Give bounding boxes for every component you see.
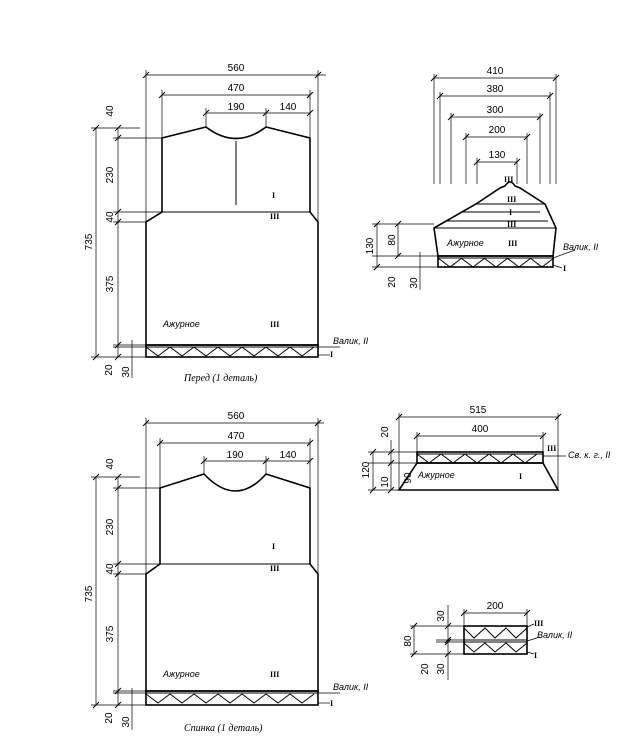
front-zigzag-band: [145, 344, 319, 358]
front-zigzag: [145, 346, 315, 357]
sleeve-dim-h-upper: 80: [387, 234, 398, 246]
back-caption: Спинка (1 деталь): [184, 723, 263, 734]
back-row-body: III: [270, 670, 279, 679]
sleeve-dim-w3: 300: [487, 105, 504, 116]
back-dim-height-total: 735: [84, 585, 95, 602]
cuff-piece: 200 80 30 20 30 III Валик, II I: [403, 601, 573, 680]
sleeve-dim-w4: 200: [489, 125, 506, 136]
sleeve-dim-h-b2: 30: [409, 277, 420, 289]
back-outline: [145, 473, 319, 692]
front-dim-shoulder: 140: [280, 102, 297, 113]
back-label-openwork: Ажурное: [162, 669, 200, 679]
back-dim-width-upper: 470: [228, 431, 245, 442]
front-dim-neck: 190: [228, 102, 245, 113]
sleeve-dim-h-b1: 20: [387, 276, 398, 288]
collar-zigzag: [416, 453, 538, 464]
back-dim-h-bottom1: 20: [104, 712, 115, 724]
front-dim-h-armhole: 230: [105, 166, 116, 183]
sleeve-label-roller: Валик, II: [563, 242, 599, 252]
back-row-upper: I: [272, 542, 275, 551]
front-piece: 560 470 190 140 735 40 230 40 375 20: [84, 63, 369, 384]
collar-dim-h-mid: 10: [380, 476, 391, 488]
back-row-band: III: [270, 564, 279, 573]
front-dim-width-upper: 470: [228, 83, 245, 94]
back-zigzag: [145, 693, 315, 704]
front-label-roller: Валик, II: [333, 336, 369, 346]
cuff-dim-h-top: 30: [436, 610, 447, 622]
front-outline: [145, 126, 319, 346]
sleeve-row-bottom: I: [563, 264, 566, 273]
back-zigzag-band: [145, 690, 319, 706]
front-row-upper: I: [272, 191, 275, 200]
front-label-openwork: Ажурное: [162, 319, 200, 329]
front-dim-h-body: 375: [105, 275, 116, 292]
collar-label-openwork: Ажурное: [417, 470, 455, 480]
collar-dim-h-total: 120: [361, 461, 372, 478]
front-caption: Перед (1 деталь): [183, 373, 258, 384]
back-dim-neck: 190: [227, 450, 244, 461]
sleeve-dim-w2: 380: [487, 84, 504, 95]
collar-dim-h-body: 90: [403, 472, 414, 484]
collar-dim-h-top: 20: [380, 426, 391, 438]
sleeve-row-body: III: [508, 239, 517, 248]
sleeve-dim-w5: 130: [489, 150, 506, 161]
sleeve-row-3: I: [509, 208, 512, 217]
cuff-dim-h-mid: 20: [420, 663, 431, 675]
cuff-dim-h-total: 80: [403, 635, 414, 647]
back-piece: 560 470 190 140 735 40 230 40 375 20 30: [84, 411, 369, 734]
front-dim-h-bottom1: 20: [104, 364, 115, 376]
back-dim-h-band: 40: [105, 563, 116, 575]
collar-dim-w-bottom: 515: [470, 405, 487, 416]
back-dim-h-top: 40: [105, 458, 116, 470]
front-dim-height-total: 735: [84, 233, 95, 250]
back-dim-h-body: 375: [105, 625, 116, 642]
front-row-body: III: [270, 320, 279, 329]
back-dim-shoulder: 140: [280, 450, 297, 461]
collar-label-tag: Св. к. г., II: [568, 450, 611, 460]
front-row-bottom: I: [330, 350, 333, 359]
collar-row-top: III: [547, 444, 556, 453]
back-dim-width-total: 560: [228, 411, 245, 422]
sleeve-row-2: III: [507, 195, 516, 204]
sleeve-cap-outline: [433, 181, 557, 257]
sleeve-dim-w1: 410: [487, 66, 504, 77]
back-dim-h-bottom2: 30: [121, 716, 132, 728]
front-row-band: III: [270, 212, 279, 221]
sleeve-row-top: III: [504, 175, 513, 184]
cuff-label-roller: Валик, II: [537, 630, 573, 640]
cuff-zigzag-top: [463, 627, 528, 639]
collar-piece: 515 400 120 20 10 90 III Св. к. г., II А…: [361, 405, 611, 494]
sleeve-row-4: III: [507, 220, 516, 229]
collar-row-body: I: [519, 472, 522, 481]
cuff-dim-h-bottom: 30: [436, 663, 447, 675]
collar-dim-w-top: 400: [472, 424, 489, 435]
front-dim-h-bottom2: 30: [121, 366, 132, 378]
sleeve-cap-zigzag: [437, 257, 555, 268]
cuff-row-bottom: I: [534, 651, 537, 660]
sleeve-cap-piece: 410 380 300 200 130 130 80 20 30 III III: [365, 66, 599, 290]
back-dim-h-armhole: 230: [105, 518, 116, 535]
front-dim-h-band: 40: [105, 211, 116, 223]
front-dim-width-total: 560: [228, 63, 245, 74]
sleeve-label-openwork: Ажурное: [446, 238, 484, 248]
cuff-dim-width: 200: [487, 601, 504, 612]
cuff-row-top: III: [534, 619, 543, 628]
back-row-bottom: I: [330, 699, 333, 708]
front-dim-h-top: 40: [105, 105, 116, 117]
back-label-roller: Валик, II: [333, 682, 369, 692]
sleeve-dim-h-total: 130: [365, 237, 376, 254]
cuff-zigzag-bottom: [463, 642, 528, 653]
